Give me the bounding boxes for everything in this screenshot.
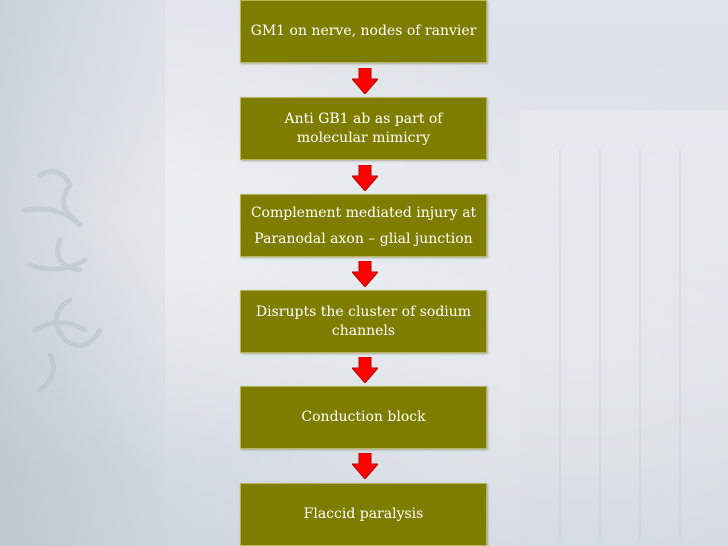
step-complement-injury: Complement mediated injury at Paranodal …: [240, 194, 487, 257]
step-conduction-block: Conduction block: [240, 386, 487, 449]
arrow-down-icon: [352, 165, 378, 191]
step-label: GM1 on nerve, nodes of ranvier: [250, 23, 477, 39]
arrow-down-icon: [352, 357, 378, 383]
background-book-right: [520, 110, 728, 546]
step-label: Flaccid paralysis: [303, 506, 424, 522]
arrow-down-icon: [352, 453, 378, 479]
arrow-down-icon: [352, 68, 378, 94]
step-disrupts-sodium-channels: Disrupts the cluster of sodium channels: [240, 290, 487, 353]
step-flaccid-paralysis: Flaccid paralysis: [240, 483, 487, 546]
step-anti-gb1-antibody: Anti GB1 ab as part of molecular mimicry: [240, 97, 487, 160]
step-label: Conduction block: [301, 409, 426, 425]
arrow-down-icon: [352, 261, 378, 287]
step-label-line-2: Paranodal axon – glial junction: [254, 230, 473, 247]
background-book-left: [0, 0, 165, 546]
step-gm1-on-nerve: GM1 on nerve, nodes of ranvier: [240, 0, 487, 63]
step-label: Anti GB1 ab as part of molecular mimicry: [284, 110, 443, 146]
step-label: Disrupts the cluster of sodium channels: [255, 303, 472, 339]
step-label-line-1: Complement mediated injury at: [250, 204, 477, 221]
